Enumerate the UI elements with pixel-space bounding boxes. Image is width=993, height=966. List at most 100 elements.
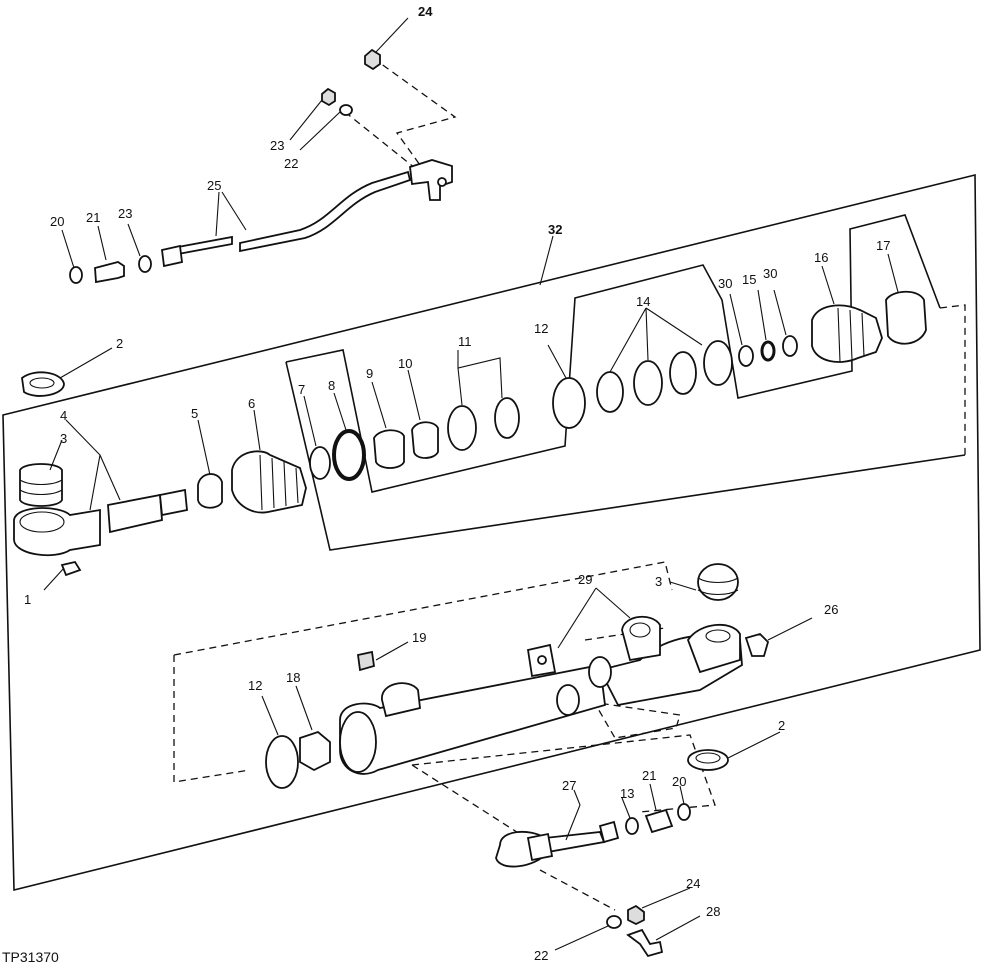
- wiper-12: [552, 377, 586, 429]
- clamp-ring-29b: [588, 656, 612, 688]
- callout-22-lower: 22: [534, 948, 548, 963]
- seal-10: [411, 421, 439, 459]
- callout-13: 13: [620, 786, 634, 801]
- washer-2-left: [21, 371, 65, 397]
- callout-8: 8: [328, 378, 335, 393]
- callout-16: 16: [814, 250, 828, 265]
- gland-16: [811, 304, 883, 363]
- tube-25-nut: [161, 244, 183, 268]
- callout-3-left: 3: [60, 431, 67, 446]
- callout-10: 10: [398, 356, 412, 371]
- oring-20-lower: [677, 803, 691, 821]
- nut-13: [598, 820, 620, 844]
- ring-11b: [494, 397, 520, 439]
- ring-8: [332, 429, 366, 481]
- callout-24-lower: 24: [686, 876, 700, 891]
- callout-29: 29: [578, 572, 592, 587]
- bushing-3-right-grooves: [697, 577, 739, 596]
- grease-fitting-1: [60, 560, 82, 577]
- ring-7: [309, 446, 331, 480]
- callout-21-left: 21: [86, 210, 100, 225]
- callout-3-right: 3: [655, 574, 662, 589]
- washer-22-lower: [606, 915, 622, 929]
- nut-5: [197, 473, 223, 509]
- callout-17: 17: [876, 238, 890, 253]
- callout-9: 9: [366, 366, 373, 381]
- barrel-tube: [339, 663, 606, 775]
- callout-23-top: 23: [270, 138, 284, 153]
- wiper-12-lower: [265, 735, 299, 789]
- callout-18: 18: [286, 670, 300, 685]
- callout-27: 27: [562, 778, 576, 793]
- rod-eye-4: [13, 507, 101, 557]
- leader-lines: [43, 17, 899, 951]
- callout-2-right: 2: [778, 718, 785, 733]
- seal-kit-dash-right: [939, 304, 966, 455]
- rod-4-end: [159, 488, 188, 517]
- bushing-3-grooves: [19, 479, 63, 496]
- callout-14: 14: [636, 294, 650, 309]
- callout-12-upper: 12: [534, 321, 548, 336]
- fitting-21-lower: [644, 808, 674, 834]
- clamp-ring-29a: [556, 684, 580, 716]
- tube-25: [177, 235, 233, 256]
- rod-4: [107, 493, 163, 534]
- callout-22-top: 22: [284, 156, 298, 171]
- ring-14b: [633, 360, 663, 406]
- ring-11a: [447, 405, 477, 451]
- oring-20-left: [69, 266, 83, 284]
- fitting-21-left: [94, 261, 125, 284]
- callout-4: 4: [60, 408, 67, 423]
- clamp-upper: [409, 159, 453, 201]
- elbow-26: [744, 632, 770, 657]
- callout-5: 5: [191, 406, 198, 421]
- seal-9: [373, 429, 405, 469]
- assembly-outline: [2, 173, 981, 892]
- seal-kit-bracket: [285, 214, 941, 493]
- callout-30-b: 30: [763, 266, 777, 281]
- ring-14d: [703, 340, 733, 386]
- barrel-mount-eye-hole: [629, 622, 651, 638]
- callout-7: 7: [298, 382, 305, 397]
- callout-1: 1: [24, 592, 31, 607]
- piston-6: [231, 450, 307, 514]
- nut-23-top: [321, 87, 336, 107]
- barrel-clevis: [686, 623, 741, 674]
- callout-12-lower: 12: [248, 678, 262, 693]
- nut-24-top: [364, 48, 381, 71]
- dash-washer-line: [344, 111, 416, 169]
- callout-21-lower: 21: [642, 768, 656, 783]
- nut-18: [299, 730, 331, 772]
- clamp-29-bolt: [537, 655, 547, 665]
- washer-30a: [738, 345, 754, 367]
- ring-14c: [669, 351, 697, 395]
- nut-24-lower: [627, 904, 645, 926]
- washer-2-right-hole: [695, 752, 721, 764]
- callout-15: 15: [742, 272, 756, 287]
- plug-19: [356, 650, 376, 672]
- washer-30b: [782, 335, 798, 357]
- clamp-27: [526, 832, 554, 862]
- callout-6: 6: [248, 396, 255, 411]
- figure-code: TP31370: [2, 949, 59, 965]
- bushing-17: [885, 290, 927, 345]
- callout-24-top: 24: [418, 4, 433, 19]
- barrel-mount-eye: [621, 616, 661, 662]
- callout-25: 25: [207, 178, 221, 193]
- oring-13: [625, 817, 639, 835]
- dash-barrel-box: [173, 561, 681, 783]
- oring-15: [760, 340, 776, 362]
- callout-30-a: 30: [718, 276, 732, 291]
- ring-14a: [596, 371, 624, 413]
- oring-23-left: [138, 255, 152, 273]
- callout-11: 11: [458, 334, 472, 349]
- piston-6-lines: [259, 454, 299, 511]
- callout-23-left: 23: [118, 206, 132, 221]
- callout-26: 26: [824, 602, 838, 617]
- callout-32: 32: [548, 222, 562, 237]
- callout-2-left: 2: [116, 336, 123, 351]
- callout-28: 28: [706, 904, 720, 919]
- barrel-port-boss: [381, 682, 421, 718]
